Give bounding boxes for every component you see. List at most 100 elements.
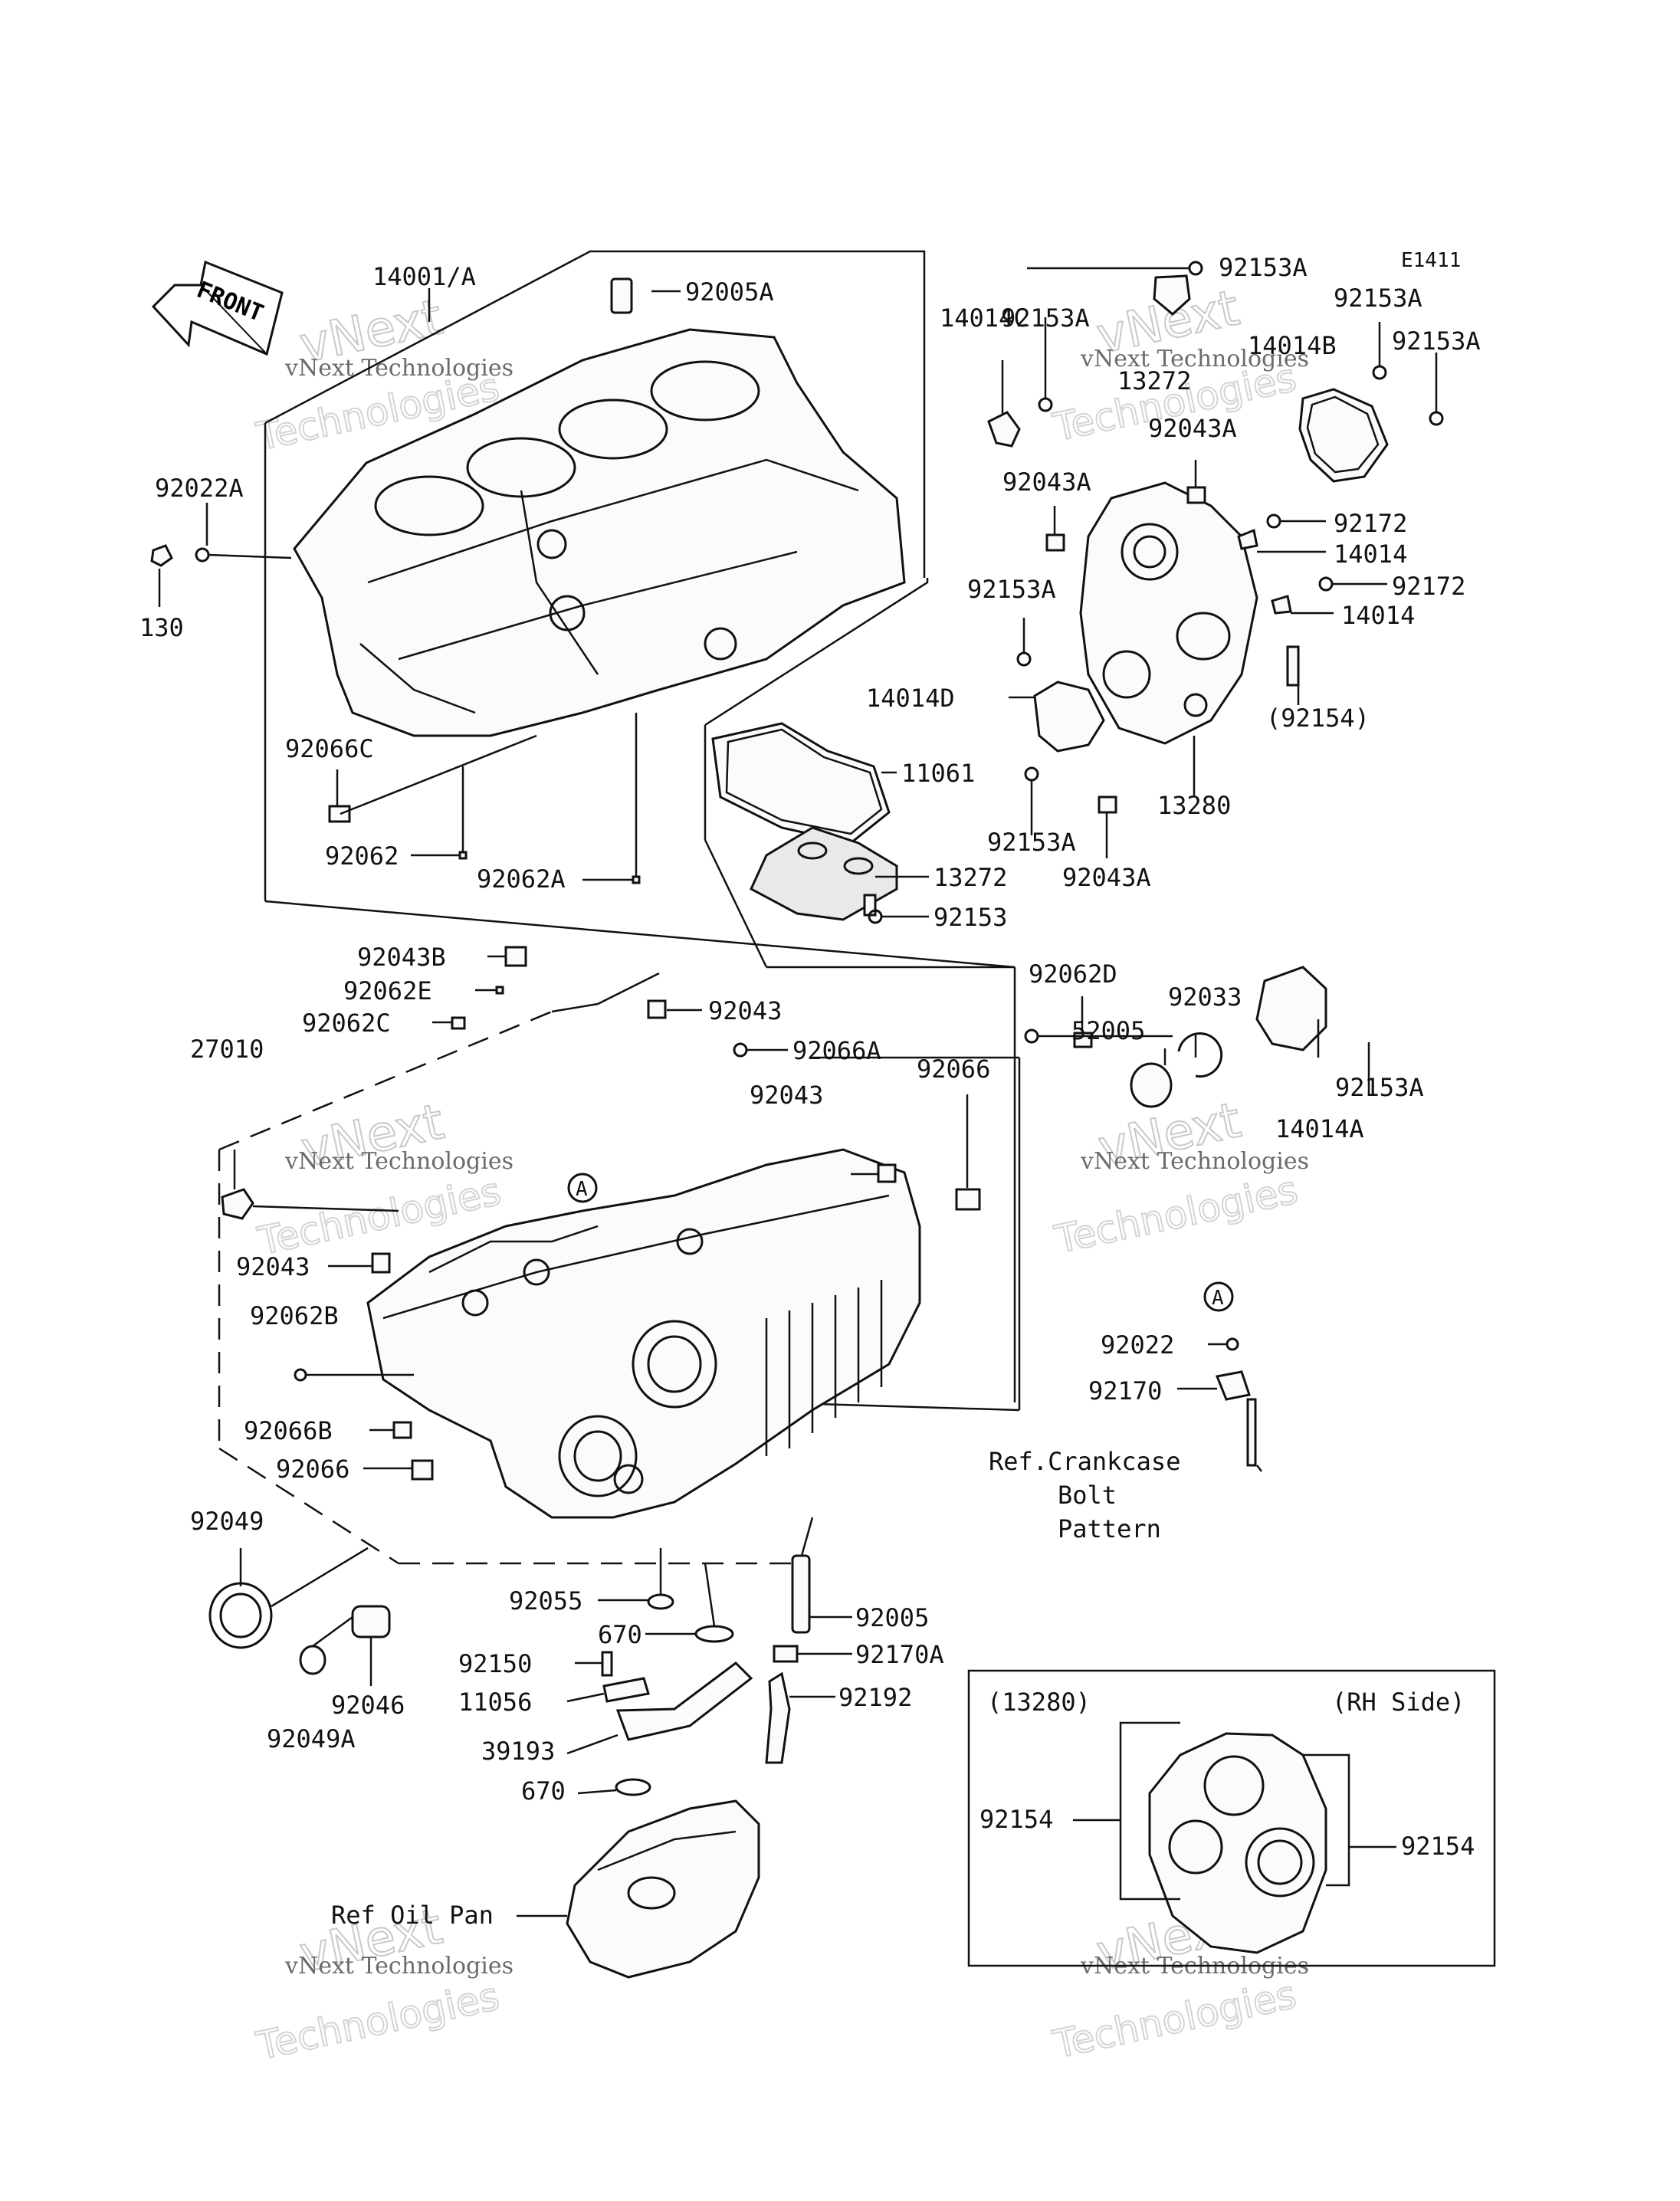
bearing-92046-icon xyxy=(351,1605,391,1638)
oring-670-icon xyxy=(615,1778,651,1796)
ref-crankcase-bolt-pattern: Pattern xyxy=(1058,1514,1161,1543)
ref-crankcase-bolt-pattern: Bolt xyxy=(1058,1481,1117,1510)
hose-92192-icon xyxy=(765,1671,791,1764)
callout-92043B: 92043B xyxy=(357,943,446,972)
callout-92172: 92172 xyxy=(1392,572,1465,601)
dowel-92043-icon xyxy=(877,1163,897,1183)
lower-case-frame xyxy=(218,972,1021,1565)
cover-14014A-icon xyxy=(1255,966,1327,1051)
callout-52005: 52005 xyxy=(1071,1016,1145,1045)
pipe-39193-icon xyxy=(615,1661,753,1741)
callout-14001-A: 14001/A xyxy=(372,262,476,291)
reference-marker-a: A xyxy=(1203,1281,1234,1312)
callout-92153: 92153 xyxy=(934,903,1007,932)
seal-92049A-icon xyxy=(299,1645,326,1675)
callout-14014B: 14014B xyxy=(1248,331,1337,360)
callout-92022A: 92022A xyxy=(155,474,244,503)
watermark-word-technologies: Technologies xyxy=(1049,1973,1300,2068)
cover-gasket-14014B xyxy=(1298,388,1389,483)
callout-92062: 92062 xyxy=(325,841,399,871)
bolt-92172-icon xyxy=(1318,576,1334,592)
callout-92043: 92043 xyxy=(750,1081,823,1110)
callout-92022: 92022 xyxy=(1101,1330,1174,1360)
watermark-company: vNext Technologies xyxy=(1080,346,1309,372)
plate-14014-icon xyxy=(1237,528,1258,550)
lower-case-ribs xyxy=(765,1280,883,1456)
watermark-word-technologies: Technologies xyxy=(252,1974,503,2069)
pin-92062E-icon xyxy=(495,986,504,995)
bolt-92153A-icon xyxy=(1024,1028,1039,1044)
callout-92046: 92046 xyxy=(331,1691,405,1720)
inset-rh-side: (13280) (RH Side) 92154 92154 xyxy=(967,1669,1496,1967)
callout-92153A: 92153A xyxy=(987,828,1076,857)
watermark-company: vNext Technologies xyxy=(284,1148,514,1175)
callout-92066C: 92066C xyxy=(285,734,374,763)
callout-92062E: 92062E xyxy=(343,976,432,1005)
bolt-ref-icon xyxy=(1246,1398,1257,1467)
callout-11056: 11056 xyxy=(458,1688,532,1717)
pipe-92005-icon xyxy=(791,1554,811,1634)
washer-92022-icon xyxy=(1226,1337,1239,1351)
callout-92062B: 92062B xyxy=(250,1301,339,1330)
front-arrow-icon: FRONT xyxy=(151,260,284,356)
callout-92153A: 92153A xyxy=(1392,326,1481,356)
callout-92153A: 92153A xyxy=(1334,284,1422,313)
callout-92062A: 92062A xyxy=(477,864,566,894)
callout-92043: 92043 xyxy=(236,1252,310,1281)
callout-13272: 13272 xyxy=(934,863,1007,892)
callout-92170: 92170 xyxy=(1088,1376,1162,1406)
reference-marker-a: A xyxy=(567,1173,598,1203)
callout-130: 130 xyxy=(139,613,184,642)
bolt-92153A-icon xyxy=(1016,651,1032,667)
callout-92066B: 92066B xyxy=(244,1416,333,1445)
callout-13280: 13280 xyxy=(1157,791,1231,820)
inset-callout-left: 92154 xyxy=(979,1805,1053,1834)
dowel-92043-icon xyxy=(371,1252,391,1274)
callout-92192: 92192 xyxy=(838,1683,912,1712)
pin-92062C-icon xyxy=(451,1016,466,1030)
callout-92005A: 92005A xyxy=(685,277,774,307)
callout-670: 670 xyxy=(521,1776,566,1806)
gasket-11061 xyxy=(711,722,891,845)
callout-92172: 92172 xyxy=(1334,509,1407,538)
callout-92005: 92005 xyxy=(855,1603,929,1632)
callout-670: 670 xyxy=(598,1620,642,1649)
dowel-92043A-icon xyxy=(1045,533,1065,552)
plug-92066-icon xyxy=(411,1459,434,1481)
callout-92043: 92043 xyxy=(708,996,782,1025)
callout-14014: 14014 xyxy=(1334,540,1407,569)
diagram-code: E1411 xyxy=(1401,249,1461,272)
callout-92153A: 92153A xyxy=(967,575,1056,604)
callout-92150: 92150 xyxy=(458,1649,532,1678)
callout-14014A: 14014A xyxy=(1275,1114,1364,1143)
top-bracket xyxy=(1153,274,1191,316)
plug-92055-icon xyxy=(647,1593,674,1610)
svg-text:A: A xyxy=(576,1178,588,1201)
callout-14014C: 14014C xyxy=(940,303,1029,333)
callout-92049: 92049 xyxy=(190,1507,264,1536)
plug-130-icon xyxy=(150,544,173,567)
watermark-company: vNext Technologies xyxy=(284,355,514,382)
lower-crankcase xyxy=(366,1148,921,1519)
dowel-92043B-icon xyxy=(504,946,527,967)
plate-14014-icon xyxy=(1271,595,1292,615)
dowel-92005A-icon xyxy=(610,277,633,314)
callout-14014D: 14014D xyxy=(866,684,955,713)
watermark-word-technologies: Technologies xyxy=(1051,1167,1301,1262)
ref-crankcase-bolt-pattern: Ref.Crankcase xyxy=(989,1447,1180,1476)
callout-39193: 39193 xyxy=(481,1737,555,1766)
plug-92066B-icon xyxy=(392,1421,412,1439)
plug-92066-icon xyxy=(955,1188,981,1211)
plate-14014C xyxy=(987,411,1021,448)
inset-callout-right: 92154 xyxy=(1401,1832,1475,1861)
callout-92154-ref: (92154) xyxy=(1266,704,1370,733)
bolt-92150-icon xyxy=(601,1651,613,1677)
callout-92049A: 92049A xyxy=(267,1724,356,1753)
callout-27010: 27010 xyxy=(190,1035,264,1064)
leader-lines xyxy=(158,267,1438,1917)
callout-92153A: 92153A xyxy=(1219,253,1308,282)
clamp-92170-icon xyxy=(1215,1370,1251,1401)
inset-side-label: (RH Side) xyxy=(1332,1688,1465,1717)
